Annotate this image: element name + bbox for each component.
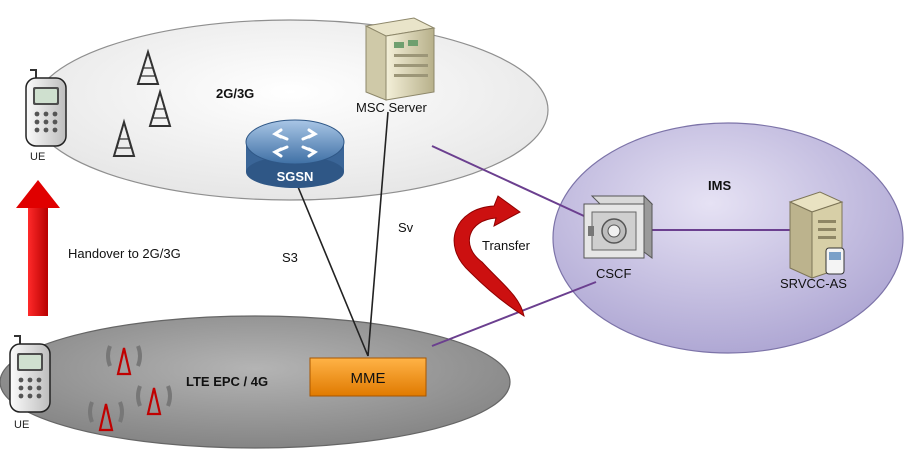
srvcc-as-label: SRVCC-AS	[780, 276, 847, 291]
transfer-arrow-icon	[453, 195, 525, 318]
transfer-label: Transfer	[482, 238, 531, 253]
s3-link-label: S3	[282, 250, 298, 265]
mobile-phone-icon	[9, 335, 51, 413]
cscf-label: CSCF	[596, 266, 631, 281]
server-cabinet-icon	[364, 17, 436, 101]
ue-top-label: UE	[30, 151, 45, 163]
lte-tower-icon	[136, 385, 172, 416]
lte-tower-icon	[88, 401, 124, 432]
msc-server-label: MSC Server	[356, 100, 427, 115]
lte-network-ellipse	[0, 315, 511, 449]
sgsn-router-icon	[245, 119, 345, 188]
app-server-icon	[788, 191, 845, 279]
lte-tower-icon	[106, 345, 142, 376]
lte-network-label: LTE EPC / 4G	[186, 374, 268, 389]
ue-bottom-label: UE	[14, 419, 29, 431]
cell-tower-icon	[136, 48, 160, 85]
mobile-phone-icon	[25, 69, 67, 147]
legacy-network-label: 2G/3G	[216, 86, 254, 101]
ims-network-ellipse	[552, 122, 904, 354]
ims-network-label: IMS	[708, 178, 731, 193]
cell-tower-icon	[112, 118, 136, 157]
cell-tower-icon	[148, 88, 172, 127]
sgsn-label: SGSN	[277, 169, 314, 184]
handover-arrow-icon	[16, 180, 60, 316]
sv-link-label: Sv	[398, 220, 414, 235]
mme-label: MME	[351, 370, 386, 387]
cscf-node-icon	[583, 194, 654, 259]
mme-cscf-link	[431, 281, 597, 347]
sv-link	[367, 111, 389, 357]
mme-node	[309, 357, 427, 397]
handover-label: Handover to 2G/3G	[68, 246, 181, 261]
s3-link	[295, 181, 369, 357]
msc-cscf-link	[431, 145, 585, 217]
